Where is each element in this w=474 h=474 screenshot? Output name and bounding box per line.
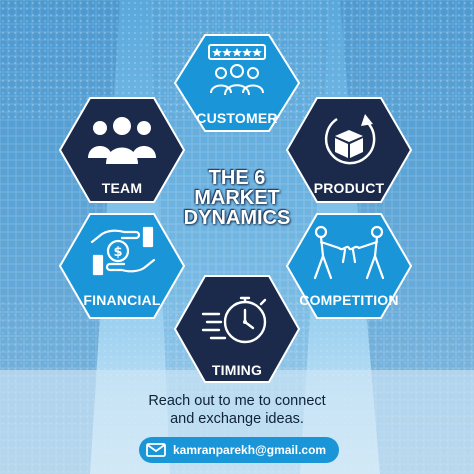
tug-of-war-icon bbox=[313, 225, 385, 280]
cta-line-1: Reach out to me to connect bbox=[148, 393, 326, 409]
hex-team: TEAM bbox=[58, 96, 186, 204]
svg-text:$: $ bbox=[113, 245, 122, 260]
timing-label: TIMING bbox=[211, 362, 263, 378]
team-icon bbox=[88, 117, 156, 164]
hex-product-shape bbox=[285, 97, 413, 203]
title-line-2: MARKET bbox=[194, 187, 280, 209]
hex-customer-shape bbox=[173, 34, 301, 132]
customer-rating-icon bbox=[208, 44, 266, 96]
money-hand-icon: $ bbox=[90, 226, 156, 276]
envelope-icon bbox=[146, 443, 166, 457]
financial-label: FINANCIAL bbox=[83, 292, 161, 308]
email-contact-link[interactable]: kamranparekh@gmail.com bbox=[139, 437, 339, 463]
hex-timing: TIMING bbox=[173, 274, 301, 384]
hex-competition: COMPETITION bbox=[285, 212, 413, 320]
cta-line-2: and exchange ideas. bbox=[170, 411, 304, 427]
call-to-action: Reach out to me to connect and exchange … bbox=[0, 392, 474, 428]
hex-timing-shape bbox=[173, 275, 301, 383]
customer-label: CUSTOMER bbox=[196, 110, 278, 126]
stopwatch-icon bbox=[201, 296, 267, 344]
competition-label: COMPETITION bbox=[299, 292, 399, 308]
title-line-3: DYNAMICS bbox=[183, 207, 291, 229]
page-title: THE 6 MARKET DYNAMICS bbox=[167, 168, 307, 228]
hex-competition-shape bbox=[285, 213, 413, 319]
email-address[interactable]: kamranparekh@gmail.com bbox=[173, 443, 327, 457]
product-box-icon bbox=[324, 114, 376, 165]
hex-financial: $ FINANCIAL bbox=[58, 212, 186, 320]
hex-customer: CUSTOMER bbox=[173, 33, 301, 133]
hex-product: PRODUCT bbox=[285, 96, 413, 204]
title-line-1: THE 6 bbox=[208, 167, 266, 189]
team-label: TEAM bbox=[101, 180, 143, 196]
product-label: PRODUCT bbox=[313, 180, 385, 196]
